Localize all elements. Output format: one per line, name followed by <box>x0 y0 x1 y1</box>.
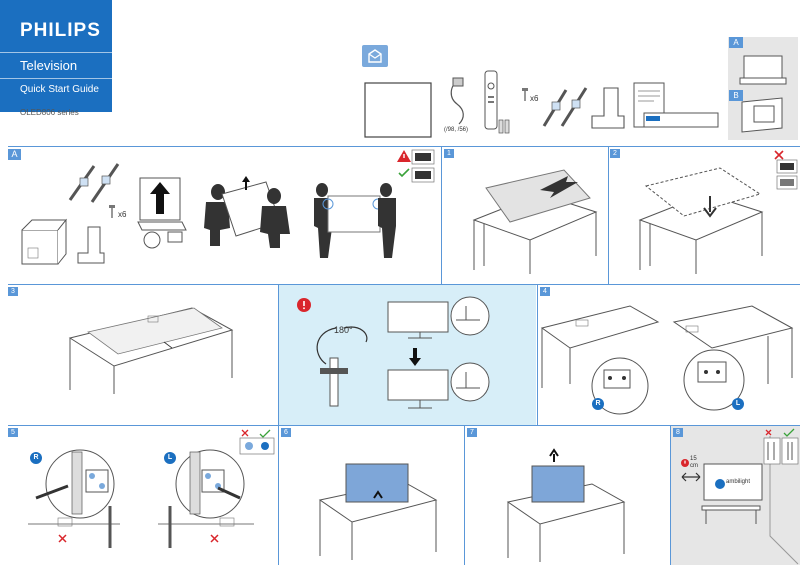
room-wall-lines <box>769 436 799 565</box>
documents-icon <box>633 82 719 128</box>
divider <box>8 284 800 285</box>
section-2-label: 2 <box>610 149 620 158</box>
screws-quantity: x6 <box>530 94 539 103</box>
left-side-badge: L <box>164 452 176 464</box>
attach-stand-left-illustration <box>672 305 794 411</box>
lift-cover-illustration <box>506 448 626 562</box>
section-8-label: 8 <box>673 428 683 437</box>
divider <box>464 425 465 565</box>
arrow-down-icon <box>409 348 421 366</box>
section-1-label: 1 <box>444 149 454 158</box>
tv-on-table-illustration <box>68 307 234 394</box>
rotation-angle: 180° <box>334 325 353 335</box>
two-people-carrying-tv-illustration <box>314 183 396 258</box>
cable-tip-icons <box>763 428 799 465</box>
check-icon <box>398 168 410 178</box>
wrong-x-icon <box>210 534 219 543</box>
philips-logo: PHILIPS <box>20 20 101 41</box>
ambilight-text: ambilight <box>726 479 751 485</box>
section-a-label: A <box>8 149 21 160</box>
tv-panel-illustration <box>364 82 432 138</box>
warning-x-icon <box>774 150 784 160</box>
box-open-icon <box>362 45 388 67</box>
screw-stand-left-illustration <box>158 449 254 548</box>
two-people-lifting-tv-illustration <box>204 176 290 248</box>
lift-caution-icon <box>411 149 435 165</box>
important-icon <box>297 298 311 312</box>
attach-stand-right-illustration <box>540 305 660 415</box>
divider <box>0 52 112 53</box>
wall-mount-bracket-icon <box>591 87 625 129</box>
distance-value: 15 <box>690 456 697 462</box>
open-box-illustration <box>21 218 68 265</box>
divider <box>537 284 538 425</box>
divider <box>0 78 112 79</box>
tv-face-down-on-table-illustration <box>638 167 764 274</box>
power-cord-icon <box>450 77 464 125</box>
screws-quantity: x6 <box>118 210 127 219</box>
divider <box>608 146 609 284</box>
tabletop-option-illustration <box>739 55 787 85</box>
series-name: OLED806 series <box>20 108 79 117</box>
divider <box>670 425 671 565</box>
surface-caution-icon <box>776 159 798 190</box>
ambilight-tv-illustration <box>701 463 763 524</box>
batteries-icon <box>498 119 510 134</box>
lift-correct-icon <box>411 167 435 183</box>
power-cord-note: (/98, /56) <box>444 127 469 133</box>
rotation-arrow-icon <box>316 326 368 407</box>
guide-title: Quick Start Guide <box>20 84 99 95</box>
section-4-label: 4 <box>540 287 550 296</box>
stand-feet-icon <box>542 87 588 127</box>
screw-icon <box>522 88 528 101</box>
zoom-detail-before <box>450 296 490 336</box>
right-side-badge: R <box>592 398 604 410</box>
remote-control-icon <box>484 70 498 130</box>
brand-block: PHILIPS Television Quick Start Guide <box>0 0 112 112</box>
wrong-x-icon <box>58 534 67 543</box>
wall-mount-option-illustration <box>741 97 783 133</box>
wall-mount-bracket-icon <box>77 226 105 264</box>
divider <box>278 425 279 565</box>
option-a-label: A <box>729 37 743 48</box>
important-icon <box>681 459 689 467</box>
section-3-label: 3 <box>8 287 18 296</box>
warning-icon <box>397 150 411 162</box>
divider <box>441 146 442 284</box>
option-b-label: B <box>729 90 743 101</box>
divider <box>8 425 800 426</box>
product-title: Television <box>20 58 78 73</box>
tv-rotation-before-illustration <box>387 301 449 339</box>
section-5-label: 5 <box>8 428 18 437</box>
distance-arrow-icon <box>681 472 701 482</box>
right-side-badge: R <box>30 452 42 464</box>
left-side-badge: L <box>732 398 744 410</box>
screw-tip-icons <box>239 429 275 455</box>
tv-rotation-after-illustration <box>387 369 449 409</box>
section-7-label: 7 <box>467 428 477 437</box>
zoom-detail-after <box>450 362 490 402</box>
divider <box>278 284 279 425</box>
screw-stand-right-illustration <box>28 449 120 548</box>
stand-feet-icon <box>68 163 120 203</box>
box-with-tv-illustration <box>137 177 187 249</box>
screw-icon <box>109 205 115 218</box>
divider <box>8 146 800 147</box>
distance-unit: cm <box>690 463 698 469</box>
section-6-label: 6 <box>281 428 291 437</box>
table-with-cloth-illustration <box>472 169 598 274</box>
remove-cover-illustration <box>318 463 438 560</box>
